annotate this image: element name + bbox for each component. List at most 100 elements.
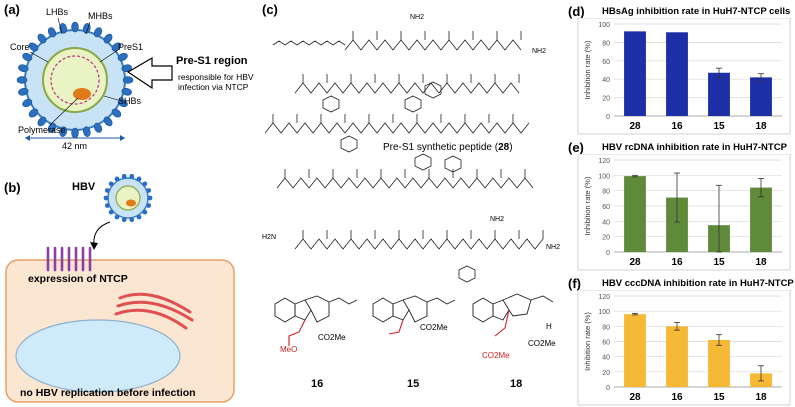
- spike-shape: [146, 203, 152, 208]
- compound-18-ester: CO2Me: [482, 351, 510, 360]
- x-tick-label: 18: [755, 392, 767, 403]
- spike-shape: [28, 42, 39, 52]
- backbone-line: [265, 122, 530, 134]
- spike-shape: [37, 116, 47, 127]
- y-tick-label: 20: [602, 96, 610, 103]
- spike-shape: [104, 188, 110, 193]
- x-tick-label: 16: [671, 257, 683, 268]
- panel-a-label: (a): [4, 2, 20, 17]
- x-tick-label: 18: [755, 257, 767, 268]
- x-tick-label: 18: [755, 121, 767, 132]
- compound-16-benzene: [274, 297, 296, 323]
- x-tick-label: 15: [713, 257, 725, 268]
- spike-shape: [117, 52, 128, 62]
- core-label: Core: [10, 42, 30, 52]
- compound-structures: [274, 293, 554, 346]
- spike-shape: [136, 214, 142, 220]
- spike-shape: [121, 64, 132, 73]
- y-axis-label: Inhibition rate (%): [583, 176, 592, 235]
- peptide-caption-text: Pre-S1 synthetic peptide (: [383, 142, 499, 153]
- spike-shape: [71, 127, 79, 139]
- y-tick-label: 40: [602, 355, 610, 362]
- spike-shape: [28, 108, 39, 118]
- peptide-number: 28: [498, 142, 510, 153]
- x-tick-label: 16: [671, 392, 683, 403]
- aromatic-rings: [322, 81, 476, 283]
- compound-18-h: H: [546, 322, 552, 331]
- infection-caption: no HBV replication before infection: [20, 387, 196, 399]
- spike-shape: [108, 181, 114, 187]
- y-tick-label: 60: [602, 204, 610, 211]
- spike-shape: [71, 21, 79, 33]
- peptide-structure: [265, 31, 544, 283]
- y-tick-label: 40: [602, 219, 610, 226]
- compound-16-ester2: CO2Me: [318, 333, 346, 342]
- x-tick-label: 15: [713, 392, 725, 403]
- spike-shape: [121, 217, 127, 223]
- backbone-line: [276, 177, 534, 189]
- size-label: 42 nm: [62, 141, 88, 151]
- x-tick-label: 28: [629, 392, 641, 403]
- y-tick-label: 60: [602, 59, 610, 66]
- panel-e-label: (e): [568, 140, 584, 155]
- bar-28: [624, 31, 646, 116]
- spike-shape: [142, 181, 148, 187]
- backbone-line: [294, 82, 520, 94]
- bar-16: [666, 32, 688, 116]
- spike-shape: [103, 116, 113, 127]
- spike-shape: [18, 87, 29, 96]
- peptide-backbones: [265, 31, 544, 250]
- infection-arrow-icon: [93, 221, 111, 247]
- peptide-caption: Pre-S1 synthetic peptide (28): [383, 142, 513, 153]
- h2n-label: H2N: [262, 234, 277, 241]
- spike-shape: [22, 52, 33, 62]
- spike-shape: [111, 42, 122, 52]
- spike-shape: [121, 87, 132, 96]
- spike-shape: [47, 27, 57, 38]
- spike-shape: [37, 33, 47, 44]
- spike-shape: [122, 76, 134, 84]
- spike-shape: [114, 214, 120, 220]
- nh2-label-1: NH2: [410, 14, 425, 21]
- y-tick-label: 80: [602, 40, 610, 47]
- nh2-label-2: NH2: [532, 48, 547, 55]
- spike-shape: [18, 64, 29, 73]
- spike-shape: [82, 126, 91, 137]
- compound-16-acrylate: [288, 319, 306, 346]
- spike-shape: [147, 195, 153, 201]
- spike-shape: [114, 176, 120, 182]
- cell-diagram: [5, 173, 235, 403]
- y-axis-label: Inhibition rate (%): [583, 312, 592, 371]
- compound-18-benzene: [472, 297, 494, 323]
- y-tick-label: 80: [602, 324, 610, 331]
- y-tick-label: 20: [602, 235, 610, 242]
- x-tick-label: 15: [713, 121, 725, 132]
- y-axis-label: Inhibition rate (%): [583, 40, 592, 99]
- y-tick-label: 40: [602, 77, 610, 84]
- panel-b-label: (b): [4, 180, 21, 195]
- compound-18-acrylate: [494, 309, 510, 337]
- region-desc-2: infection via NTCP: [178, 82, 249, 92]
- golgi-icon: [114, 292, 194, 330]
- bar-18: [750, 187, 772, 252]
- nh2-label-4: NH2: [546, 244, 561, 251]
- pres1-label: PreS1: [118, 42, 144, 52]
- chart-d-title: HBsAg inhibition rate in HuH7-NTCP cells: [602, 6, 791, 17]
- ntcp-receptor-icon: [46, 246, 92, 272]
- surface-spikes: [16, 21, 134, 139]
- y-tick-label: 100: [598, 309, 610, 316]
- dna-shape: [50, 55, 100, 105]
- bar-28: [624, 314, 646, 387]
- y-tick-label: 60: [602, 340, 610, 347]
- panel-f-label: (f): [568, 276, 581, 291]
- y-tick-label: 80: [602, 189, 610, 196]
- spike-shape: [136, 176, 142, 182]
- compound-18-ester2: CO2Me: [528, 339, 556, 348]
- spike-shape: [111, 108, 122, 118]
- spike-shape: [142, 209, 148, 215]
- y-tick-label: 100: [598, 22, 610, 29]
- bar-16: [666, 197, 688, 252]
- spike-shape: [108, 209, 114, 215]
